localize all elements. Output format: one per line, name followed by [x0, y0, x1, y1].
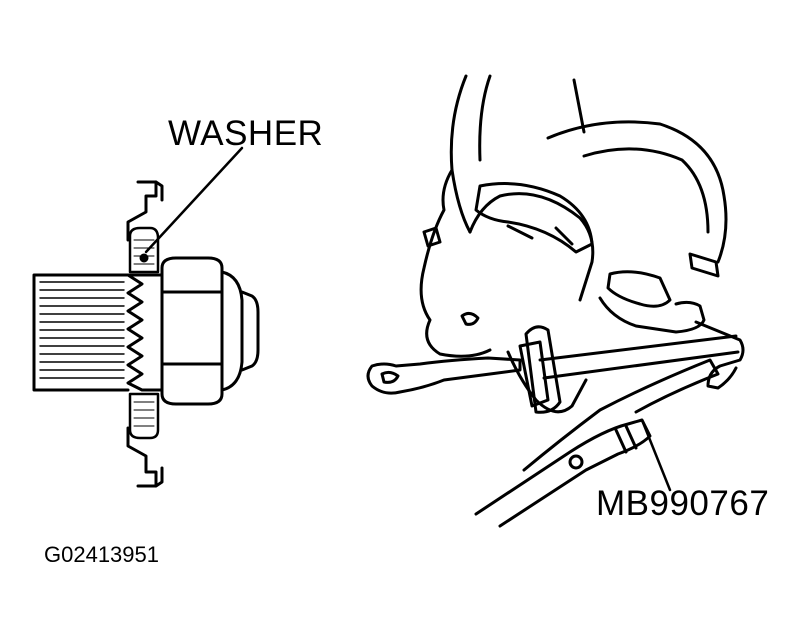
- knuckle-body: [421, 170, 593, 356]
- hub-flange-lower: [128, 428, 162, 486]
- brake-disc: [548, 122, 726, 262]
- hub-nut-section: [34, 182, 258, 486]
- thread-teeth: [128, 275, 162, 390]
- disc-stud: [690, 254, 718, 276]
- tool-crossbar: [520, 342, 548, 406]
- tool-leader: [642, 420, 670, 490]
- ball-joint: [608, 272, 670, 307]
- tool-handle: [368, 358, 520, 393]
- hub-flange-upper: [128, 182, 162, 240]
- nut-face-lines: [162, 292, 222, 364]
- knuckle-stub: [424, 228, 440, 246]
- tool-shaft: [540, 336, 738, 378]
- hex-nut: [162, 258, 222, 404]
- shaft-splines: [40, 282, 124, 378]
- nut-chamfer: [222, 272, 242, 390]
- lever-pivot: [570, 456, 582, 468]
- knuckle-lower: [508, 352, 586, 412]
- axle-shaft: [34, 275, 128, 390]
- nut-cap: [242, 292, 258, 370]
- washer-upper: [130, 228, 158, 272]
- tool-part-number-label: MB990767: [596, 484, 770, 523]
- lever-rib: [616, 426, 636, 452]
- caliper: [476, 184, 592, 252]
- crossbar-outer: [526, 327, 560, 412]
- arm-end: [696, 322, 743, 388]
- knuckle-hole: [462, 313, 478, 324]
- ball-joint-arm: [600, 298, 704, 332]
- washer-shading: [134, 240, 154, 426]
- washer-dot: [141, 255, 147, 261]
- handle-grip: [382, 372, 398, 382]
- knuckle-assembly: [368, 76, 743, 526]
- tool-lever-upper: [524, 360, 718, 470]
- washer-lower: [130, 394, 158, 438]
- figure-code: G02413951: [44, 542, 159, 567]
- disc-inner: [584, 149, 708, 232]
- strut-right: [574, 80, 584, 132]
- washer-leader: [146, 148, 242, 252]
- caliper-detail: [508, 226, 572, 244]
- washer-label: WASHER: [168, 114, 324, 153]
